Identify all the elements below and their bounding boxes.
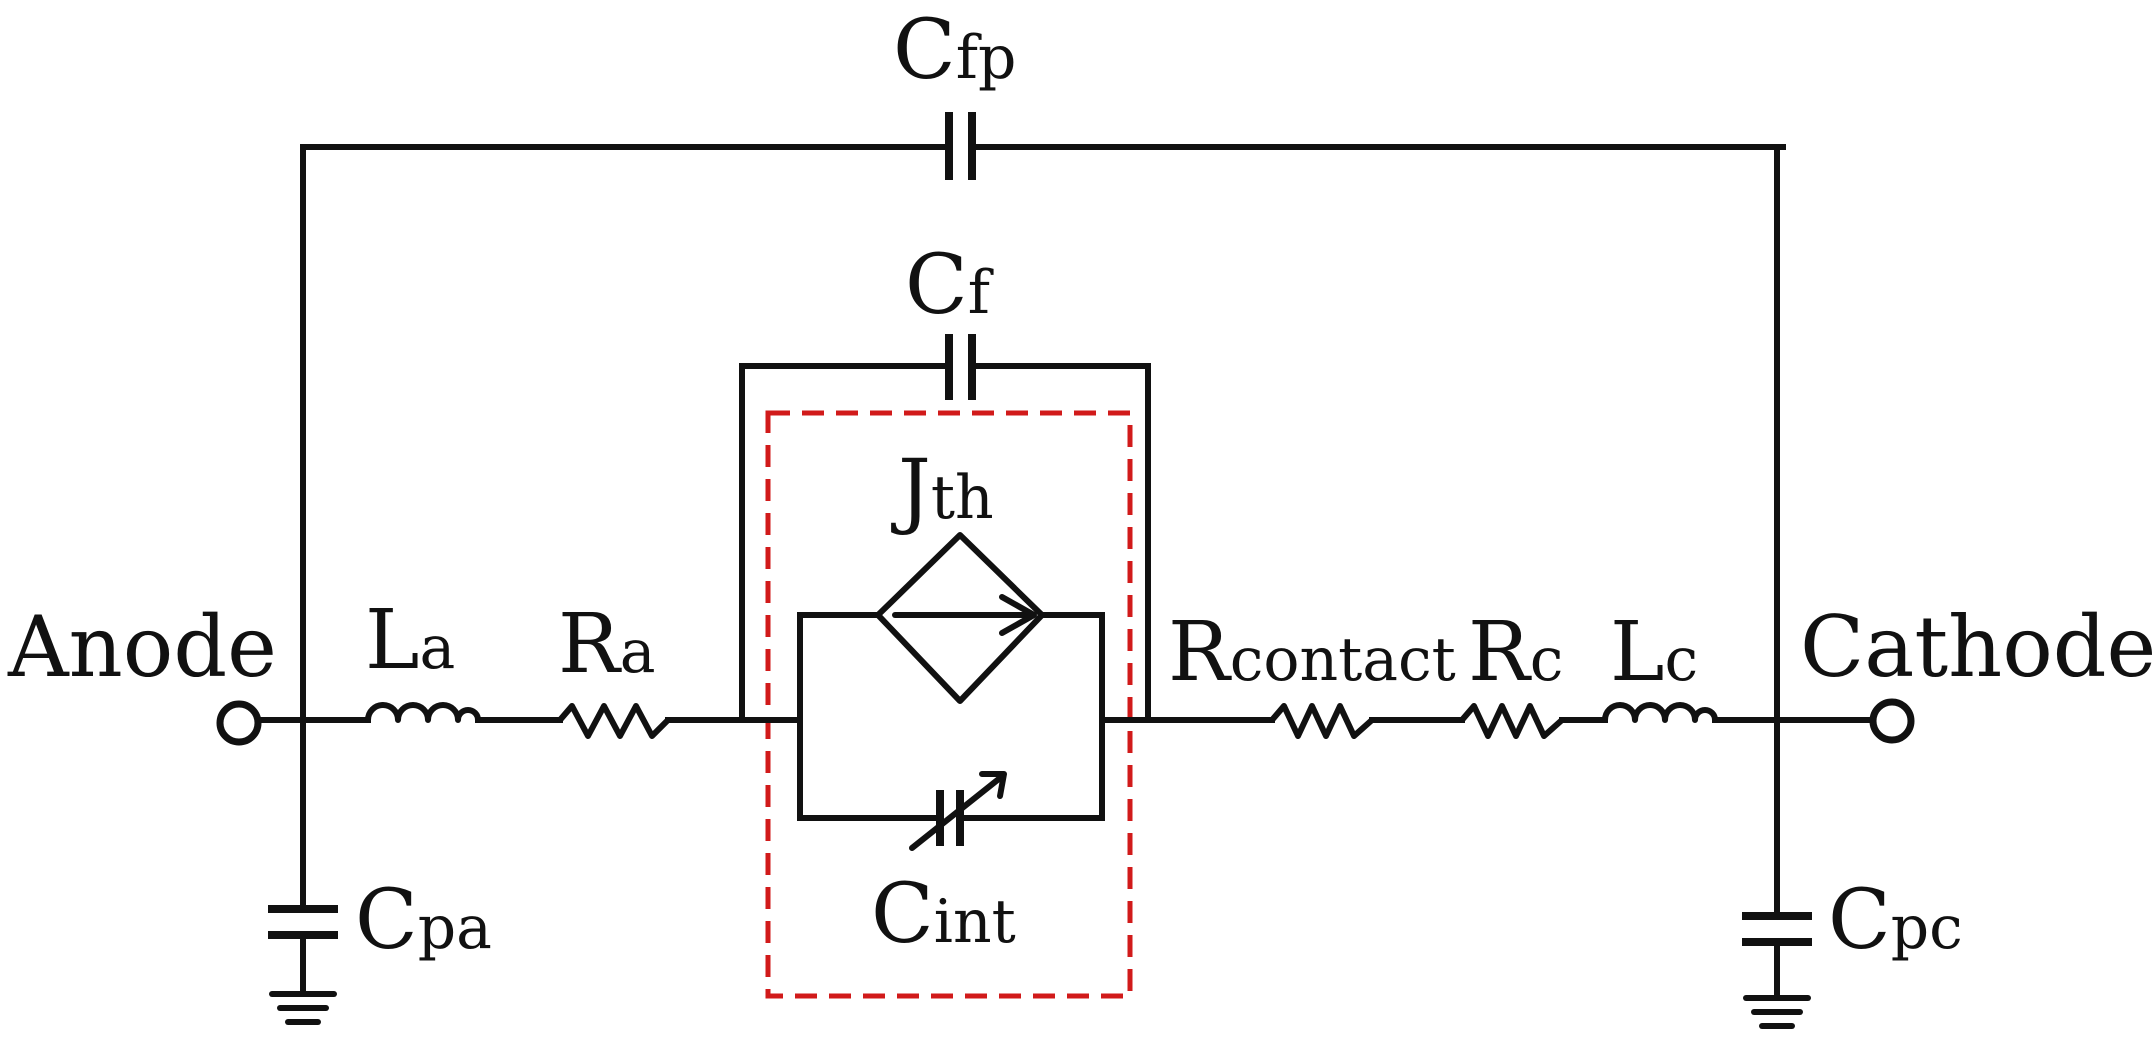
label-rcontact-main: R [1168, 605, 1232, 700]
device-parallel-wires [797, 612, 1105, 821]
label-lc-sub: c [1664, 625, 1698, 695]
label-cfp-main: C [893, 3, 956, 98]
label-lc: Lc [1610, 605, 1698, 700]
capacitor-cpc [1742, 717, 1812, 1001]
label-cfp-sub: fp [956, 23, 1017, 93]
label-cint: Cint [871, 867, 1016, 962]
inductor-lc [1602, 702, 1718, 723]
inner-loop-wires [739, 363, 1151, 723]
capacitor-cf [945, 334, 976, 400]
label-jth-sub: th [931, 463, 994, 533]
variable-capacitor-cint [909, 771, 1007, 851]
label-cpa-sub: pa [418, 893, 492, 963]
resistor-ra [557, 703, 671, 739]
label-rc-sub: c [1530, 625, 1564, 695]
label-cint-main: C [871, 867, 934, 962]
resistor-rcontact [1269, 703, 1375, 739]
cathode-label: Cathode [1800, 598, 2153, 696]
label-cpc-main: C [1828, 873, 1891, 968]
device-region-box [765, 410, 1133, 999]
label-cpa: Cpa [355, 873, 492, 968]
label-rc: Rc [1468, 605, 1563, 700]
label-ra-main: R [558, 597, 622, 692]
capacitor-cpa [268, 717, 338, 997]
capacitor-cfp [945, 112, 976, 180]
anode-terminal [216, 700, 262, 746]
label-rc-main: R [1468, 605, 1532, 700]
outer-loop-wires [300, 144, 1786, 723]
label-cf: Cf [905, 238, 994, 333]
label-rcontact: Rcontact [1168, 605, 1456, 700]
current-source-jth [875, 532, 1045, 704]
label-ra-sub: a [620, 617, 656, 687]
anode-label: Anode [7, 598, 277, 696]
label-lc-main: L [1610, 605, 1664, 700]
label-la: La [365, 593, 455, 688]
label-cint-sub: int [934, 887, 1016, 957]
label-rcontact-sub: contact [1230, 625, 1456, 695]
label-cpc-sub: pc [1891, 893, 1963, 963]
ground-symbol-anode [269, 991, 337, 1025]
label-jth: Jth [891, 443, 994, 538]
resistor-rc [1459, 703, 1565, 739]
label-cf-sub: f [968, 258, 994, 328]
label-cfp: Cfp [893, 3, 1016, 98]
cathode-terminal [1869, 698, 1915, 744]
label-la-main: L [365, 593, 419, 688]
label-ra: Ra [558, 597, 656, 692]
label-cf-main: C [905, 238, 968, 333]
inductor-la [365, 702, 481, 723]
ground-symbol-cathode [1743, 995, 1811, 1029]
label-jth-main: J [891, 443, 931, 538]
label-cpc: Cpc [1828, 873, 1963, 968]
label-la-sub: a [419, 613, 455, 683]
label-cpa-main: C [355, 873, 418, 968]
